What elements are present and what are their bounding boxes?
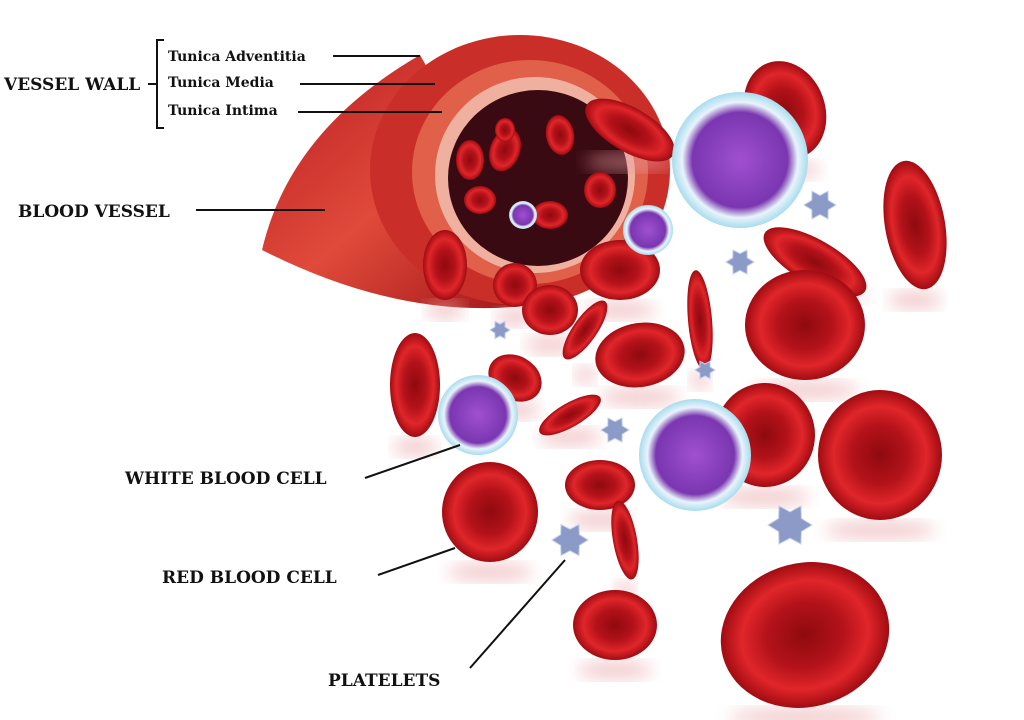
cell-shadow [524,335,576,355]
red-blood-cell [745,270,865,380]
red-blood-cell [489,128,521,172]
red-blood-cell [532,201,568,229]
red-blood-cell [565,460,635,510]
label-tunica-intima: Tunica Intima [168,103,278,119]
label-red-blood-cell: RED BLOOD CELL [162,568,337,588]
red-blood-cell [423,230,467,300]
red-blood-cell [611,500,639,580]
label-platelets: PLATELETS [328,671,440,691]
red-blood-cell [585,98,675,162]
cell-shadow [720,487,810,507]
cell-shadow [824,520,936,540]
platelet [551,523,589,557]
red-blood-cell [573,590,657,660]
white-blood-cell [509,201,537,229]
label-white-blood-cell: WHITE BLOOD CELL [124,469,327,489]
red-blood-cell [495,118,515,142]
red-blood-cell [584,172,616,208]
red-blood-cell [595,322,685,388]
red-blood-cell [456,140,484,180]
platelets-line [469,559,566,669]
cell-shadow [888,290,942,310]
red-blood-cell [464,186,496,214]
red-blood-cell [539,394,601,436]
red-blood-cell [442,462,538,562]
red-blood-cell [763,227,867,297]
white-blood-cell [672,92,808,228]
platelet [803,190,837,220]
red-blood-cell [562,300,608,360]
cell-shadow [574,365,596,385]
white-blood-cell [639,399,751,511]
vessel-lumen [448,90,628,266]
leader-lines [148,39,566,669]
red-blood-cell [720,562,890,708]
red-blood-cell [687,270,713,370]
red-blood-cell [545,115,575,155]
red-blood-cell [522,285,578,335]
label-tunica-media: Tunica Media [168,75,274,91]
label-vessel-wall: VESSEL WALL [3,75,140,95]
platelet [694,360,716,380]
cell-shadow [577,660,653,680]
red-blood-cell [580,240,660,300]
cell-shadow [728,707,882,720]
platelet [767,505,813,545]
cell-shadow [392,437,438,457]
label-tunica-adventitia: Tunica Adventitia [168,49,306,65]
vessel-wall-bracket [156,39,164,129]
red-blood-cell [818,390,942,520]
platelet [600,417,630,443]
white-blood-cell [623,205,673,255]
cell-shadow [599,387,681,407]
cell-shadow [446,562,534,582]
red-blood-cell [390,333,440,437]
white-blood-cell [438,375,518,455]
red-blood-cell [493,263,537,307]
platelet [489,320,511,340]
cell-shadow [425,300,465,320]
platelet [725,249,755,275]
red-blood-cell-line [377,547,456,576]
white-blood-cell-line [364,444,461,479]
cells [390,61,947,708]
red-blood-cell [883,160,947,290]
label-blood-vessel: BLOOD VESSEL [18,202,170,222]
